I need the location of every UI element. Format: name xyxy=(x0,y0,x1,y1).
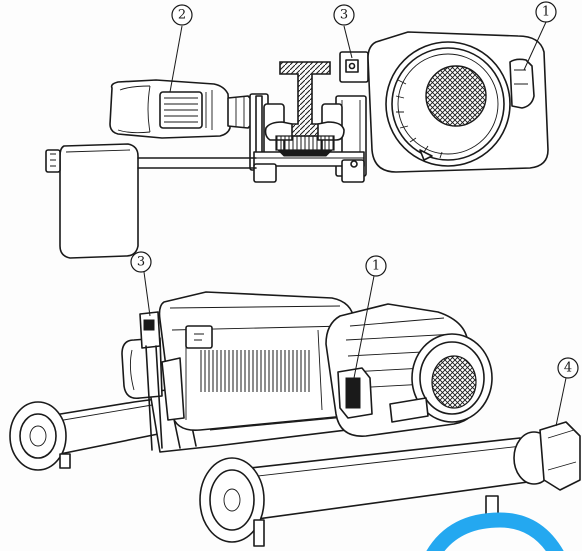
top-gear-housing xyxy=(109,79,253,139)
bottom-rail-tubes xyxy=(9,397,581,547)
top-limit-bracket xyxy=(339,51,369,83)
top-i-beam-section xyxy=(264,61,345,157)
bottom-view xyxy=(9,271,581,547)
bottom-motor xyxy=(325,303,493,437)
top-leader-1 xyxy=(523,21,547,71)
callout-top-2: 2 xyxy=(171,4,193,26)
corner-watermark-arc xyxy=(426,512,564,551)
callout-top-3: 3 xyxy=(333,4,355,26)
bottom-leader-1 xyxy=(353,275,375,379)
top-view xyxy=(45,21,549,259)
callout-bottom-1: 1 xyxy=(365,255,387,277)
top-control-box xyxy=(45,143,257,259)
svg-text:4: 4 xyxy=(564,361,572,376)
callout-bottom-3: 3 xyxy=(130,251,152,273)
top-motor xyxy=(367,31,549,173)
bottom-leader-4 xyxy=(555,377,567,427)
svg-text:1: 1 xyxy=(542,5,550,20)
svg-text:2: 2 xyxy=(178,8,186,23)
top-bearing-blocks xyxy=(253,159,365,183)
callout-top-1: 1 xyxy=(535,1,557,23)
bottom-limit-switch xyxy=(139,311,185,451)
callout-bottom-4: 4 xyxy=(557,357,579,379)
svg-text:3: 3 xyxy=(340,8,348,23)
top-leader-3 xyxy=(343,25,353,59)
bottom-gearbox xyxy=(121,291,359,431)
bottom-leader-3 xyxy=(143,271,151,317)
svg-text:1: 1 xyxy=(372,259,380,274)
svg-text:3: 3 xyxy=(137,255,145,270)
top-leader-2 xyxy=(169,25,183,93)
